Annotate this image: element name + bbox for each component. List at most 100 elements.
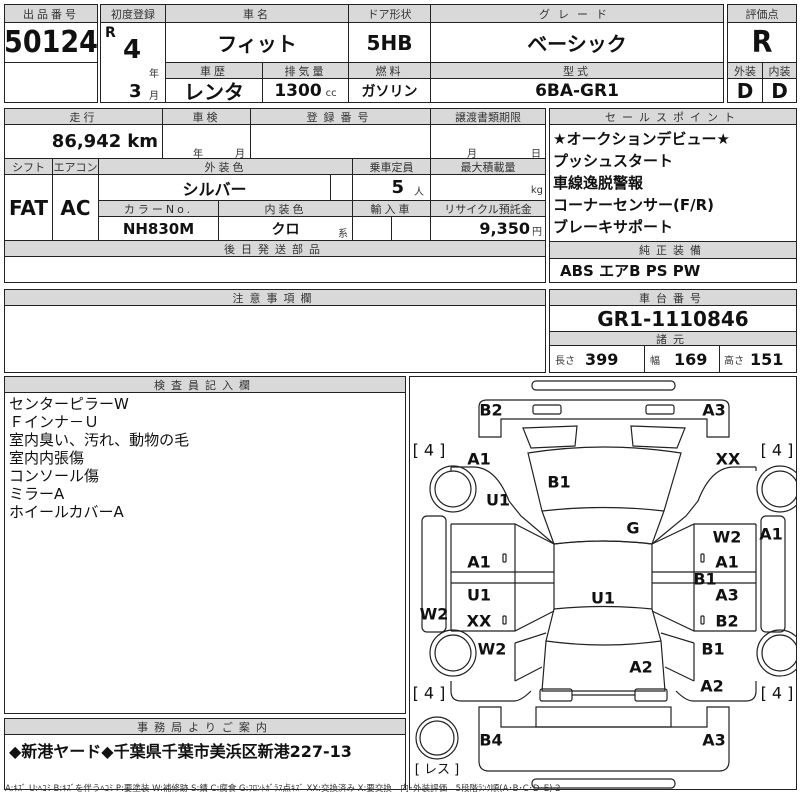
tire-fl: [ 4 ] [412, 440, 446, 460]
later-parts-body [4, 256, 546, 283]
spare-tire: [ レス ] [414, 762, 460, 778]
legend: A:ｷｽﾞ U:ﾍｺﾐ B:ｷｽﾞを伴うﾍｺﾐ P:要塗装 W:補修跡 S:錆 … [5, 784, 561, 794]
tire-fr: [ 4 ] [760, 440, 794, 460]
transfer-cell: 月日 [430, 124, 546, 159]
sales-point: ★オークションデビュー★ [553, 130, 730, 148]
model-code: 6BA-GR1 [430, 78, 724, 103]
car-name: フィット [165, 22, 349, 63]
import-cell-1 [352, 216, 392, 241]
year-unit: 年 [149, 69, 159, 80]
max-load-cell: kg [430, 174, 546, 201]
damage-mark: A1 [467, 552, 491, 572]
transfer-month-unit: 月 [467, 149, 477, 159]
fuel-label: 燃料 [348, 62, 431, 79]
capacity-label: 乗車定員 [352, 158, 431, 175]
damage-mark: A3 [702, 730, 726, 750]
reg-no-label: 登録番号 [250, 108, 431, 125]
equipment-label: 純正装備 [549, 241, 797, 259]
inspector-note: Ｆインナ－Ｕ [9, 413, 100, 431]
max-load-label: 最大積載量 [430, 158, 546, 175]
displacement-label: 排気量 [262, 62, 349, 79]
later-parts-label: 後日発送部品 [4, 240, 546, 257]
length-cell: 長さ 399 [549, 345, 645, 373]
int-color: クロ [271, 221, 300, 238]
shift: FAT [4, 174, 53, 241]
inspection-cell: 年月 [162, 124, 251, 159]
reg-month: 3 [129, 81, 142, 102]
ext-color: シルバー [98, 174, 331, 201]
recycle-fee: 9,350 [479, 219, 530, 238]
damage-mark: XX [466, 611, 492, 631]
tire-rl: [ 4 ] [412, 683, 446, 703]
chassis-number: GR1-1110846 [549, 305, 797, 332]
damage-mark: B1 [693, 569, 717, 589]
sales-point: 車線逸脱警報 [553, 174, 644, 192]
damage-mark: W2 [712, 527, 742, 547]
width: 169 [674, 349, 708, 369]
capacity-unit: 人 [414, 187, 424, 198]
lot-number: 50124 [4, 22, 98, 63]
capacity: 5 [391, 177, 404, 198]
notes-label: 注意事項欄 [4, 289, 546, 306]
ext-color-label: 外装色 [98, 158, 353, 175]
history-label: 車歴 [165, 62, 263, 79]
grade: ベーシック [430, 22, 724, 63]
door-type: 5HB [348, 22, 431, 63]
damage-mark: A1 [759, 524, 783, 544]
ext-score: D [727, 78, 763, 103]
damage-mark: W2 [419, 604, 449, 624]
inspector-label: 検査員記入欄 [4, 376, 406, 393]
inspector-note: コンソール傷 [9, 467, 100, 485]
score-label: 評価点 [727, 4, 797, 23]
inspector-note: 室内内張傷 [9, 449, 85, 467]
length-label: 長さ [555, 355, 575, 367]
door-label: ドア形状 [348, 4, 431, 23]
score: R [727, 22, 797, 63]
office-info: ◆新港ヤード◆千葉県千葉市美浜区新港227-13 [4, 734, 406, 790]
damage-mark: A3 [715, 585, 739, 605]
damage-mark: U1 [485, 490, 511, 510]
color-no-label: カラーNo. [98, 200, 219, 217]
int-color-label: 内装色 [218, 200, 353, 217]
car-outline-icon [415, 380, 796, 789]
chassis-label: 車台番号 [549, 289, 797, 306]
inspector-note: ミラーA [9, 485, 65, 503]
ac-label: エアコン [52, 158, 99, 175]
shift-label: シフト [4, 158, 53, 175]
sales-point: ブレーキサポート [553, 218, 674, 236]
height: 151 [750, 349, 784, 369]
damage-mark: W2 [477, 639, 507, 659]
import-cell-2 [391, 216, 431, 241]
sales-point: コーナーセンサー(F/R) [553, 196, 714, 214]
specs-label: 諸元 [549, 331, 797, 346]
damage-mark: B1 [547, 472, 571, 492]
damage-mark: A2 [629, 657, 653, 677]
sales-points-label: セールスポイント [549, 108, 797, 125]
model-label: 型式 [430, 62, 724, 79]
damage-mark: A3 [702, 400, 726, 420]
length: 399 [585, 349, 619, 369]
displacement: 1300 [274, 80, 322, 101]
ext-color-extra [330, 174, 353, 201]
ext-label: 外装 [727, 62, 763, 79]
first-reg-cell: R 4 年 3 月 [100, 22, 166, 103]
transfer-day-unit: 日 [531, 149, 541, 159]
equipment: ABS エアB PS PW [549, 258, 797, 283]
mileage-label: 走行 [4, 108, 163, 125]
era: R [105, 25, 116, 41]
kg-unit: kg [530, 185, 543, 196]
month-unit: 月 [149, 91, 159, 102]
first-reg-label: 初度登録 [100, 4, 166, 23]
int-color-cell: クロ系 [218, 216, 353, 241]
int-label: 内装 [762, 62, 797, 79]
grade-label: グレード [430, 4, 724, 23]
damage-mark: B4 [479, 730, 503, 750]
inspection-month-unit: 月 [235, 149, 245, 159]
yen-unit: 円 [532, 227, 542, 238]
damage-mark: G [626, 518, 640, 538]
fuel: ガソリン [348, 78, 431, 103]
